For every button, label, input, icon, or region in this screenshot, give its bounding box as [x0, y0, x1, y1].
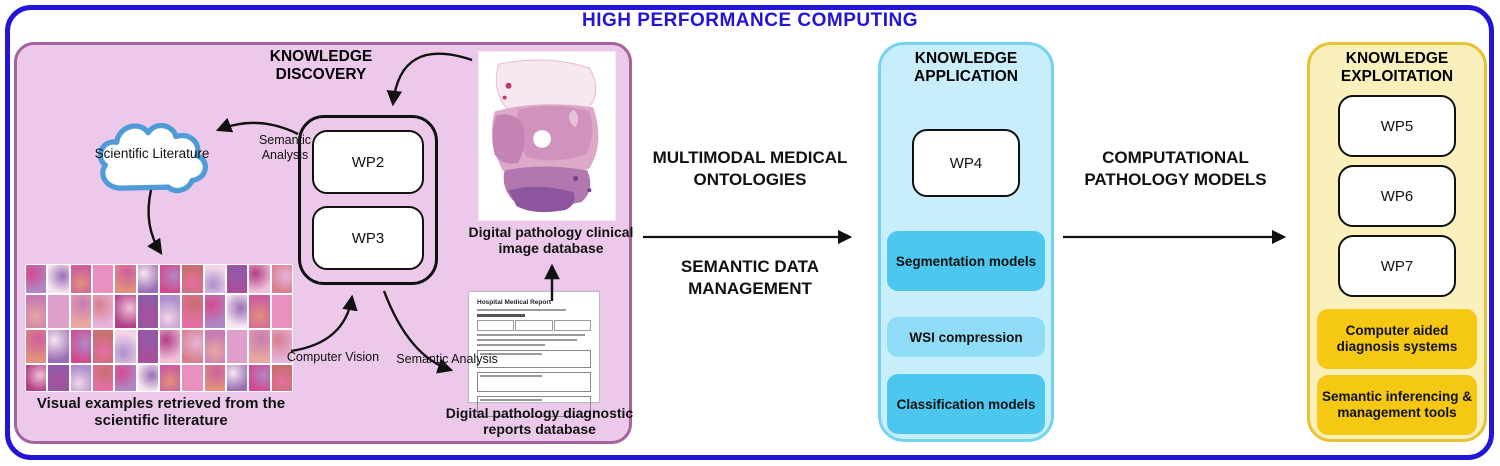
collage-tile — [93, 265, 114, 293]
collage-tile — [26, 365, 47, 391]
collage-tile — [70, 295, 91, 328]
hpc-title: HIGH PERFORMANCE COMPUTING — [582, 10, 918, 31]
wp6-box: WP6 — [1338, 165, 1456, 227]
knowledge-exploitation-heading: KNOWLEDGE EXPLOITATION — [1340, 50, 1454, 86]
collage-tile — [160, 265, 181, 293]
semantic-analysis-label-top: Semantic Analysis — [258, 133, 312, 162]
knowledge-discovery-panel: KNOWLEDGE DISCOVERY Scientific Literatur… — [14, 42, 633, 444]
cloud-icon — [97, 123, 208, 194]
collage-tile — [227, 295, 248, 328]
collage-tile — [160, 295, 181, 328]
multimodal-ontologies-label: MULTIMODAL MEDICAL ONTOLOGIES — [652, 148, 848, 190]
collage-tile — [271, 295, 292, 328]
report-text-box — [477, 396, 591, 417]
wsi-compression-item: WSI compression — [887, 317, 1045, 357]
wp2-box: WP2 — [312, 130, 424, 194]
classification-models-item: Classification models — [887, 374, 1045, 434]
knowledge-exploitation-panel: KNOWLEDGE EXPLOITATION WP5 WP6 WP7 Compu… — [1307, 42, 1487, 442]
wp5-box: WP5 — [1338, 95, 1456, 157]
literature-collage — [25, 264, 293, 392]
wp3-box: WP3 — [312, 206, 424, 270]
collage-tile — [93, 330, 114, 363]
collage-tile — [70, 365, 91, 391]
collage-tile — [227, 365, 248, 391]
collage-tile — [115, 330, 136, 363]
semantic-analysis-label-bottom: Semantic Analysis — [396, 352, 498, 366]
knowledge-discovery-heading: KNOWLEDGE DISCOVERY — [269, 48, 373, 84]
computer-vision-label: Computer Vision — [286, 350, 380, 364]
collage-tile — [271, 265, 292, 293]
diagnostic-reports-db-caption: Digital pathology diagnostic reports dat… — [445, 405, 634, 438]
collage-tile — [182, 330, 203, 363]
collage-tile — [227, 265, 248, 293]
clinical-image-db-caption: Digital pathology clinical image databas… — [468, 224, 634, 257]
collage-tile — [26, 265, 47, 293]
knowledge-application-panel: KNOWLEDGE APPLICATION WP4 Segmentation m… — [878, 42, 1054, 442]
computational-pathology-models-label: COMPUTATIONAL PATHOLOGY MODELS — [1084, 148, 1267, 190]
collage-tile — [70, 330, 91, 363]
wp7-box: WP7 — [1338, 235, 1456, 297]
collage-tile — [249, 265, 270, 293]
collage-tile — [137, 265, 158, 293]
collage-tile — [93, 295, 114, 328]
wp2-wp3-container: WP2 WP3 — [298, 115, 438, 285]
collage-tile — [249, 295, 270, 328]
collage-caption: Visual examples retrieved from the scien… — [36, 395, 286, 430]
collage-tile — [204, 365, 225, 391]
collage-tile — [249, 330, 270, 363]
collage-tile — [115, 265, 136, 293]
histopathology-slide-image — [478, 51, 616, 221]
collage-tile — [137, 295, 158, 328]
collage-tile — [48, 265, 69, 293]
histopathology-slide-art — [479, 52, 615, 220]
collage-tile — [48, 330, 69, 363]
collage-tile — [115, 295, 136, 328]
collage-tile — [48, 365, 69, 391]
collage-tile — [115, 365, 136, 391]
collage-tile — [227, 330, 248, 363]
semantic-inferencing-item: Semantic inferencing & management tools — [1317, 375, 1477, 435]
collage-tile — [137, 330, 158, 363]
collage-tile — [70, 265, 91, 293]
collage-tile — [182, 295, 203, 328]
report-text-box — [477, 372, 591, 392]
collage-tile — [204, 330, 225, 363]
collage-tile — [93, 365, 114, 391]
scientific-literature-cloud: Scientific Literature — [90, 110, 214, 208]
collage-tile — [26, 330, 47, 363]
knowledge-application-heading: KNOWLEDGE APPLICATION — [914, 50, 1018, 86]
cloud-label: Scientific Literature — [94, 146, 210, 161]
collage-tile — [26, 295, 47, 328]
wp4-box: WP4 — [912, 129, 1020, 197]
collage-tile — [160, 330, 181, 363]
collage-tile — [182, 365, 203, 391]
medical-report-document: Hospital Medical Report — [468, 291, 600, 417]
collage-tile — [271, 365, 292, 391]
collage-tile — [204, 265, 225, 293]
segmentation-models-item: Segmentation models — [887, 231, 1045, 291]
report-form-fields — [477, 320, 591, 331]
hpc-frame — [5, 5, 1494, 460]
report-title: Hospital Medical Report — [477, 299, 552, 306]
collage-tile — [182, 265, 203, 293]
semantic-data-management-label: SEMANTIC DATA MANAGEMENT — [680, 257, 820, 299]
collage-tile — [204, 295, 225, 328]
collage-tile — [48, 295, 69, 328]
collage-tile — [271, 330, 292, 363]
collage-tile — [249, 365, 270, 391]
computer-aided-diagnosis-item: Computer aided diagnosis systems — [1317, 309, 1477, 369]
collage-tile — [160, 365, 181, 391]
collage-tile — [137, 365, 158, 391]
report-text-box — [477, 350, 591, 368]
